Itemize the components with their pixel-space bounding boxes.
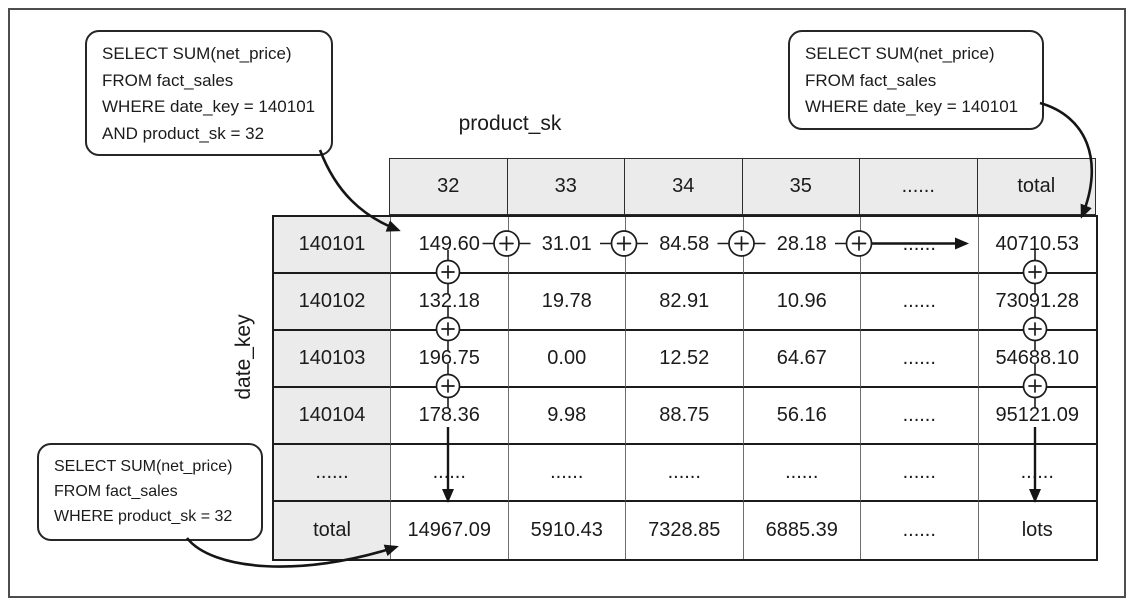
query-line: FROM fact_sales bbox=[54, 483, 178, 500]
table-cell-ellipsis: ...... bbox=[626, 445, 744, 502]
table-cell-col-total: 6885.39 bbox=[743, 502, 861, 559]
table-cell: 88.75 bbox=[626, 388, 744, 445]
table-cell-ellipsis: ...... bbox=[861, 388, 979, 445]
table-cell-row-total: 40710.53 bbox=[978, 217, 1096, 274]
column-header: 34 bbox=[625, 159, 743, 214]
query-line: AND product_sk = 32 bbox=[102, 123, 265, 143]
table-cell: 64.67 bbox=[743, 331, 861, 388]
table-cell-ellipsis: ...... bbox=[861, 274, 979, 331]
column-header-row: 32 33 34 35 ...... total bbox=[389, 158, 1096, 215]
query-line: SELECT SUM(net_price) bbox=[805, 44, 995, 63]
table-cell-col-total: 7328.85 bbox=[626, 502, 744, 559]
table-cell: 19.78 bbox=[508, 274, 626, 331]
table-cell-ellipsis: ...... bbox=[861, 331, 979, 388]
column-header-ellipsis: ...... bbox=[860, 159, 978, 214]
table-cell-ellipsis: ...... bbox=[861, 445, 979, 502]
table-cell-row-total: 95121.09 bbox=[978, 388, 1096, 445]
table-cell-ellipsis: ...... bbox=[978, 445, 1096, 502]
table-cell-ellipsis: ...... bbox=[391, 445, 509, 502]
query-callout-row-total: SELECT SUM(net_price) FROM fact_sales WH… bbox=[788, 30, 1044, 130]
table-cell-ellipsis: ...... bbox=[743, 445, 861, 502]
table-cell: 196.75 bbox=[391, 331, 509, 388]
column-header: 32 bbox=[390, 159, 508, 214]
table-cell-ellipsis: ...... bbox=[861, 502, 979, 559]
table-cell-col-total: 14967.09 bbox=[391, 502, 509, 559]
row-header: 140102 bbox=[274, 274, 391, 331]
row-header-ellipsis: ...... bbox=[274, 445, 391, 502]
table-cell: 56.16 bbox=[743, 388, 861, 445]
query-line: SELECT SUM(net_price) bbox=[54, 458, 233, 475]
table-cell: 178.36 bbox=[391, 388, 509, 445]
query-line: WHERE date_key = 140101 bbox=[102, 97, 316, 116]
query-callout-column-total: SELECT SUM(net_price) FROM fact_sales WH… bbox=[37, 443, 263, 541]
table-cell-ellipsis: ...... bbox=[508, 445, 626, 502]
table-cell: 10.96 bbox=[743, 274, 861, 331]
row-header: 140103 bbox=[274, 331, 391, 388]
table-cell: 84.58 bbox=[626, 217, 744, 274]
row-header: 140101 bbox=[274, 217, 391, 274]
query-callout-cell: SELECT SUM(net_price) FROM fact_sales WH… bbox=[85, 30, 333, 156]
table-cell: 31.01 bbox=[508, 217, 626, 274]
column-header-total: total bbox=[977, 159, 1095, 214]
row-axis-label: date_key bbox=[232, 314, 255, 400]
table-cell: 82.91 bbox=[626, 274, 744, 331]
query-line: WHERE product_sk = 32 bbox=[54, 508, 233, 525]
query-line: FROM fact_sales bbox=[805, 70, 937, 90]
query-line: SELECT SUM(net_price) bbox=[102, 44, 292, 63]
table-cell: 149.60 bbox=[391, 217, 509, 274]
table-cell: 9.98 bbox=[508, 388, 626, 445]
table-cell-row-total: 54688.10 bbox=[978, 331, 1096, 388]
table-cell: 28.18 bbox=[743, 217, 861, 274]
table-cell: 12.52 bbox=[626, 331, 744, 388]
table-cell-row-total: 73091.28 bbox=[978, 274, 1096, 331]
column-header: 35 bbox=[742, 159, 860, 214]
query-line: FROM fact_sales bbox=[102, 70, 234, 90]
table-cell: 0.00 bbox=[508, 331, 626, 388]
table-cell-ellipsis: ...... bbox=[861, 217, 979, 274]
row-header-total: total bbox=[274, 502, 391, 559]
column-axis-label: product_sk bbox=[458, 112, 562, 135]
table-cell: 132.18 bbox=[391, 274, 509, 331]
row-header: 140104 bbox=[274, 388, 391, 445]
query-line: WHERE date_key = 140101 bbox=[805, 97, 1019, 116]
table-cell-col-total: 5910.43 bbox=[508, 502, 626, 559]
table-cell-grand-total: lots bbox=[978, 502, 1096, 559]
fact-table: 140101 149.60 31.01 84.58 28.18 ...... 4… bbox=[272, 215, 1098, 561]
column-header: 33 bbox=[507, 159, 625, 214]
